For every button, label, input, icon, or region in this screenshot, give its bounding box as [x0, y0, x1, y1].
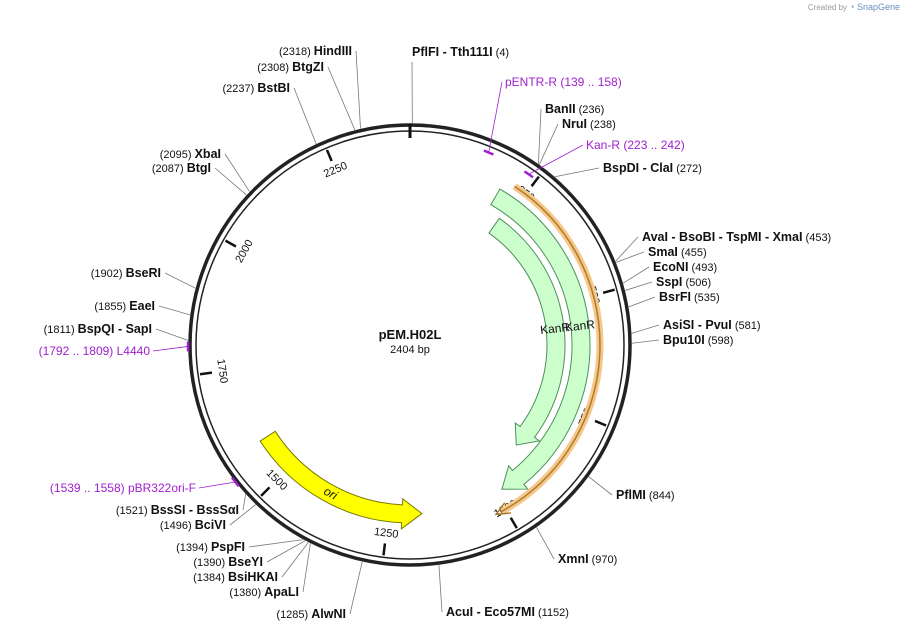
restriction-site-label[interactable]: SspI (506) [656, 275, 711, 289]
restriction-site-label[interactable]: (1855) EaeI [94, 299, 155, 313]
restriction-site-label[interactable]: Bpu10I (598) [663, 333, 733, 347]
restriction-site-label[interactable]: (1902) BseRI [91, 266, 161, 280]
restriction-site-label[interactable]: NruI (238) [562, 117, 616, 131]
restriction-site-label[interactable]: (2308) BtgZI [257, 60, 324, 74]
restriction-site-label[interactable]: (1521) BssSI - BssSαI [116, 503, 239, 517]
primer-label[interactable]: Kan-R (223 .. 242) [586, 138, 685, 152]
snapgene-logo-icon: ◔ [849, 2, 855, 12]
primer-label[interactable]: pENTR-R (139 .. 158) [505, 75, 622, 89]
restriction-site-label[interactable]: (2087) BtgI [152, 161, 211, 175]
site-leader-line [438, 565, 443, 613]
site-leader-line [224, 153, 250, 192]
tick-label: 1750 [214, 358, 229, 384]
site-leader-line [588, 476, 613, 496]
tick-mark [325, 149, 333, 162]
site-leader-line [293, 87, 317, 144]
site-leader-line [158, 305, 191, 316]
tick-mark [260, 486, 271, 497]
restriction-site-label[interactable]: (1394) PspFI [176, 540, 245, 554]
site-leader-line [554, 167, 600, 178]
ori-label: ori [321, 484, 340, 503]
site-leader-line [615, 236, 639, 262]
primer-leader-line [528, 144, 584, 175]
restriction-site-label[interactable]: PflMI (844) [616, 488, 675, 502]
site-leader-line [266, 540, 306, 563]
restriction-site-label[interactable]: (1496) BciVI [160, 518, 226, 532]
tick-mark [530, 175, 540, 187]
snapgene-credit: Created by ◔ SnapGene [808, 2, 900, 12]
site-leader-line [281, 542, 309, 578]
restriction-site-label[interactable]: AsiSI - PvuI (581) [663, 318, 761, 332]
site-leader-line [623, 266, 650, 284]
credit-brand: SnapGene [856, 2, 900, 12]
site-leader-line [327, 66, 356, 131]
site-leader-line [628, 296, 656, 308]
restriction-site-label[interactable]: (1380) ApaLI [229, 585, 299, 599]
restriction-site-label[interactable]: EcoNI (493) [653, 260, 717, 274]
site-leader-line [214, 167, 247, 196]
plasmid-name: pEM.H02L [379, 327, 442, 342]
primer-label[interactable]: (1539 .. 1558) pBR322ori-F [50, 481, 196, 495]
kanr-arrow-middle [490, 188, 591, 490]
site-leader-line [155, 328, 189, 341]
site-leader-line [538, 123, 559, 165]
restriction-site-label[interactable]: BanII (236) [545, 102, 604, 116]
tick-label: 2250 [322, 160, 349, 181]
kanr-highlight-arrowhead [494, 502, 512, 516]
tick-label: 2000 [233, 238, 256, 265]
restriction-site-label[interactable]: (2095) XbaI [160, 147, 221, 161]
tick-mark [224, 239, 237, 248]
site-leader-line [164, 272, 196, 289]
tick-mark [509, 517, 518, 529]
site-leader-line [302, 543, 311, 593]
restriction-site-label[interactable]: AvaI - BsoBI - TspMI - XmaI (453) [642, 230, 831, 244]
restriction-site-label[interactable]: (1285) AlwNI [276, 607, 346, 621]
sites-layer: PflFI - Tth111I (4) BanII (236)NruI (238)… [44, 44, 832, 621]
tick-label: 1250 [373, 526, 399, 541]
kanr-label-inner: KanR [539, 320, 571, 337]
restriction-site-label[interactable]: BspDI - ClaI (272) [603, 161, 702, 175]
site-leader-line [248, 539, 304, 548]
restriction-site-label[interactable]: (1811) BspQI - SapI [44, 322, 152, 336]
site-leader-line [615, 251, 645, 263]
site-leader-line [536, 527, 555, 560]
site-leader-line [538, 108, 542, 164]
ori-arrow [259, 430, 423, 530]
site-leader-line [242, 494, 247, 511]
kanr-arrow-inner [488, 217, 566, 446]
restriction-site-label[interactable]: PflFI - Tth111I (4) [412, 45, 509, 59]
kanr-label-middle: KanR [564, 317, 596, 334]
restriction-site-label[interactable]: XmnI (970) [558, 552, 617, 566]
tick-mark [594, 419, 607, 427]
restriction-site-label[interactable]: BsrFI (535) [659, 290, 720, 304]
site-leader-line [631, 339, 660, 344]
primer-mark [483, 149, 494, 156]
site-leader-line [349, 561, 363, 615]
site-leader-line [625, 281, 653, 291]
tick-mark [602, 288, 615, 295]
tick-mark [382, 543, 387, 556]
restriction-site-label[interactable]: AcuI - Eco57MI (1152) [446, 605, 569, 619]
restriction-site-label[interactable]: (2237) BstBI [222, 81, 290, 95]
site-leader-line [229, 504, 256, 526]
primer-leader-line [488, 81, 503, 153]
restriction-site-label[interactable]: SmaI (455) [648, 245, 707, 259]
restriction-site-label[interactable]: (2318) HindIII [279, 44, 352, 58]
kanr-highlight-line [501, 185, 601, 513]
restriction-site-label[interactable]: (1390) BseYI [193, 555, 263, 569]
site-leader-line [631, 324, 660, 334]
tick-mark [199, 371, 213, 376]
site-leader-line [355, 50, 361, 129]
primers-layer: pENTR-R (139 .. 158) Kan-R (223 .. 242) (1… [39, 75, 685, 495]
restriction-site-label[interactable]: (1384) BsiHKAI [193, 570, 278, 584]
primer-label[interactable]: (1792 .. 1809) L4440 [39, 344, 151, 358]
primer-leader-line [152, 346, 189, 352]
plasmid-length: 2404 bp [390, 344, 430, 356]
credit-text: Created by [807, 3, 848, 12]
primer-leader-line [198, 481, 236, 489]
